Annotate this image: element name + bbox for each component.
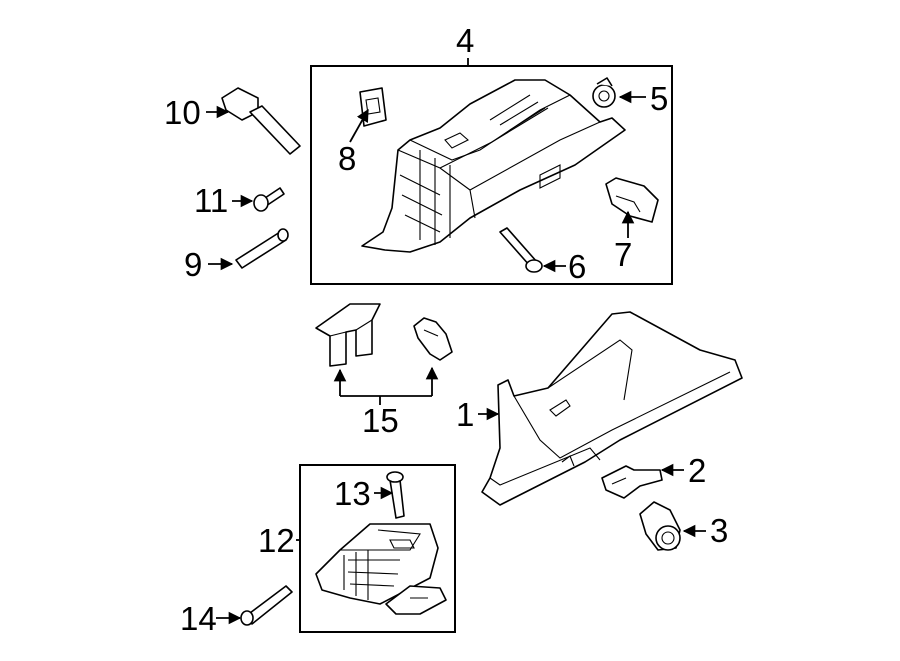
bracket-right-15 [413, 317, 453, 361]
clip-part-8 [359, 87, 387, 127]
storage-tray [315, 523, 439, 605]
glove-box-housing [361, 79, 626, 253]
bumper-part-5 [592, 77, 616, 108]
callout-4: 4 [456, 22, 474, 59]
callout-5: 5 [650, 80, 668, 117]
callout-7: 7 [614, 236, 632, 273]
callout-8: 8 [338, 140, 356, 177]
pin-part-13 [386, 471, 405, 519]
lamp-part-10 [221, 87, 301, 155]
callout-11: 11 [194, 182, 228, 219]
callout-14: 14 [180, 600, 217, 637]
callout-8-leader [349, 108, 369, 143]
rod-part-9 [235, 228, 289, 269]
pin-part-14 [240, 585, 293, 626]
lock-cylinder-part-3 [639, 501, 681, 551]
callout-10: 10 [164, 94, 201, 131]
callout-12: 12 [258, 522, 295, 559]
callout-2: 2 [688, 452, 706, 489]
latch-part-2 [601, 465, 663, 499]
glove-box-assembly-frame [310, 65, 673, 285]
storage-tray-frame [299, 464, 456, 633]
callout-13: 13 [334, 475, 371, 512]
callout-1: 1 [456, 396, 474, 433]
callout-6: 6 [568, 248, 586, 285]
tray-insert [385, 585, 447, 615]
pin-part-11 [253, 187, 285, 212]
bracket-left-15 [315, 303, 381, 367]
callout-9: 9 [184, 246, 202, 283]
callout-15: 15 [362, 402, 399, 439]
handle-part-7 [605, 177, 659, 223]
damper-part-6 [499, 227, 543, 273]
callout-3: 3 [710, 512, 728, 549]
